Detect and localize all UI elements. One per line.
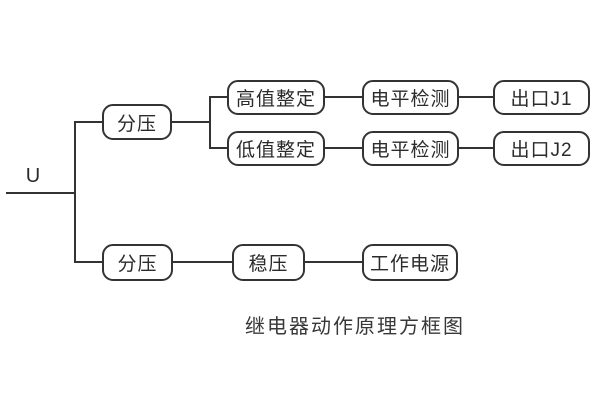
wire-high-to-detect bbox=[325, 96, 362, 98]
block-low-value-setting: 低值整定 bbox=[227, 131, 325, 166]
block-level-detect-high: 电平检测 bbox=[362, 80, 459, 115]
block-voltage-stabilizer: 稳压 bbox=[232, 244, 305, 281]
block-high-value-setting: 高值整定 bbox=[227, 80, 325, 115]
wire-divider-to-stabilizer bbox=[173, 261, 232, 263]
wire-to-divider-bottom bbox=[74, 261, 102, 263]
block-voltage-divider-top: 分压 bbox=[102, 104, 172, 140]
diagram-caption: 继电器动作原理方框图 bbox=[245, 316, 465, 338]
wire-main-trunk bbox=[74, 121, 76, 263]
wire-branch-vertical bbox=[209, 96, 211, 149]
wire-to-divider-top bbox=[74, 121, 102, 123]
block-output-j2: 出口J2 bbox=[493, 131, 590, 166]
wire-branch-to-low bbox=[209, 147, 228, 149]
wire-divider-to-branch bbox=[172, 121, 211, 123]
wire-branch-to-high bbox=[209, 96, 228, 98]
wire-detect-to-j1 bbox=[459, 96, 493, 98]
wire-stabilizer-to-power bbox=[305, 261, 362, 263]
input-voltage-label: U bbox=[25, 165, 41, 187]
block-output-j1: 出口J1 bbox=[493, 80, 590, 115]
block-voltage-divider-bottom: 分压 bbox=[102, 244, 173, 281]
wire-input-u bbox=[6, 192, 75, 194]
wire-low-to-detect bbox=[325, 147, 362, 149]
block-working-power: 工作电源 bbox=[362, 244, 458, 281]
wire-detect-to-j2 bbox=[459, 147, 493, 149]
block-level-detect-low: 电平检测 bbox=[362, 131, 459, 166]
